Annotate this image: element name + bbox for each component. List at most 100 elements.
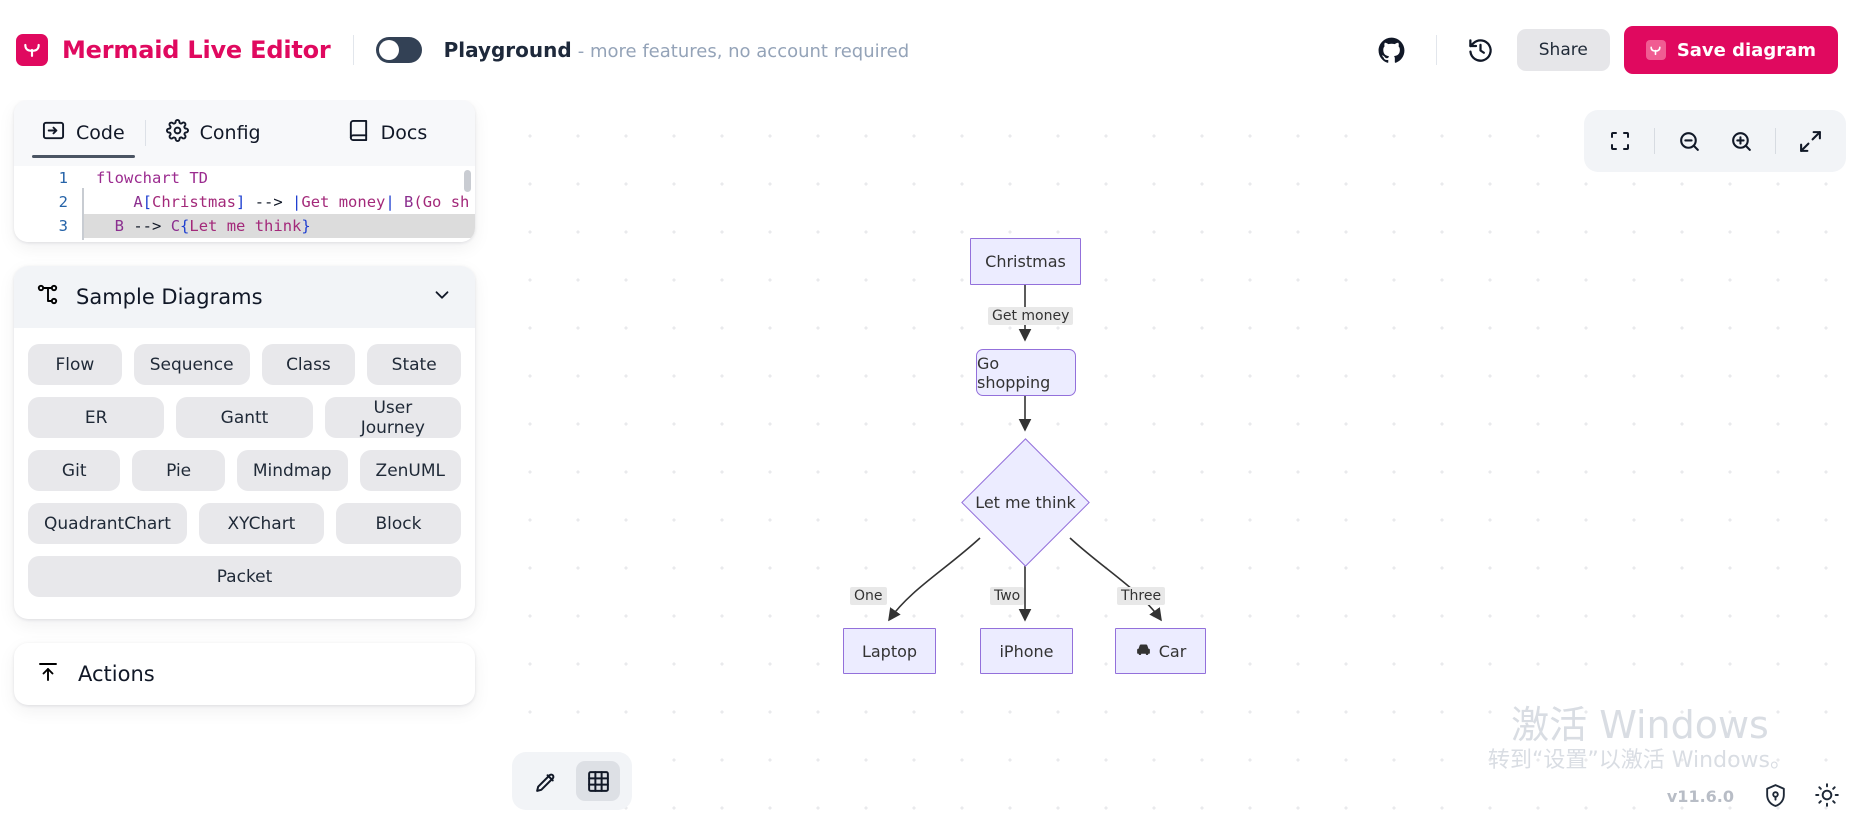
tab-separator xyxy=(144,120,146,146)
code-line[interactable]: 3 B --> C{Let me think} xyxy=(14,212,475,240)
flowchart-node-laptop[interactable]: Laptop xyxy=(843,628,936,674)
flowchart-node-let-me-think[interactable]: Let me think xyxy=(961,438,1090,567)
code-token: ] xyxy=(236,193,246,211)
tab-code[interactable]: Code xyxy=(28,100,139,166)
code-token: | xyxy=(292,193,302,211)
sample-row: Packet xyxy=(28,556,461,597)
share-button[interactable]: Share xyxy=(1516,29,1610,71)
sample-sequence-button[interactable]: Sequence xyxy=(133,344,250,385)
line-number: 2 xyxy=(14,190,82,214)
code-terminal-icon xyxy=(42,119,65,147)
node-label: Go shopping xyxy=(977,353,1051,392)
left-panel: Code Config xyxy=(0,100,490,832)
zoom-out-icon[interactable] xyxy=(1665,117,1713,165)
tab-config-label: Config xyxy=(199,122,261,144)
diagram-canvas[interactable]: Christmas Get money Go shopping Let me t… xyxy=(490,100,1864,832)
sample-state-button[interactable]: State xyxy=(367,344,462,385)
sample-user-journey-button[interactable]: User Journey xyxy=(324,397,461,438)
sample-row: Flow Sequence Class State xyxy=(28,344,462,385)
editor-tabs: Code Config xyxy=(14,100,475,166)
sample-quadrantchart-button[interactable]: QuadrantChart xyxy=(28,503,187,544)
flowchart-node-iphone[interactable]: iPhone xyxy=(980,628,1073,674)
code-content[interactable]: flowchart TD xyxy=(82,166,208,190)
save-diagram-button[interactable]: Save diagram xyxy=(1623,26,1838,74)
line-number: 3 xyxy=(14,214,82,238)
tab-code-label: Code xyxy=(76,122,125,144)
upload-arrow-icon xyxy=(36,660,60,688)
zoom-toolbar xyxy=(1584,110,1846,172)
flowchart-node-car[interactable]: Car xyxy=(1115,628,1206,674)
sample-git-button[interactable]: Git xyxy=(28,450,121,491)
code-token: --> xyxy=(245,193,293,211)
sample-diagrams-header[interactable]: Sample Diagrams xyxy=(14,266,475,328)
github-icon[interactable] xyxy=(1370,28,1414,72)
code-token: | xyxy=(385,193,395,211)
sample-xychart-button[interactable]: XYChart xyxy=(198,503,324,544)
sample-packet-button[interactable]: Packet xyxy=(28,556,461,597)
flowchart-node-go-shopping[interactable]: Go shopping xyxy=(976,349,1076,396)
app-body: Code Config xyxy=(0,100,1864,832)
sample-row: QuadrantChart XYChart Block xyxy=(28,503,461,544)
edge-label-one: One xyxy=(850,587,887,605)
sample-block-button[interactable]: Block xyxy=(335,503,461,544)
sample-diagrams-body: Flow Sequence Class State ER Gantt User … xyxy=(14,328,475,619)
mode-label: Playground - more features, no account r… xyxy=(444,38,910,62)
node-label: Christmas xyxy=(985,252,1066,271)
code-content[interactable]: B --> C{Let me think} xyxy=(82,212,311,240)
code-content[interactable]: A[Christmas] --> |Get money| B(Go sh xyxy=(82,188,469,216)
code-token: { xyxy=(180,217,190,235)
code-token: B xyxy=(114,217,125,235)
expand-diagonal-icon[interactable] xyxy=(1786,117,1834,165)
line-number: 1 xyxy=(14,166,82,190)
sample-flow-button[interactable]: Flow xyxy=(28,344,122,385)
sample-diagrams-card: Sample Diagrams Flow Sequence Class Stat… xyxy=(14,266,475,619)
brand-title: Mermaid Live Editor xyxy=(62,36,331,64)
tab-docs[interactable]: Docs xyxy=(333,100,442,166)
mermaid-mini-logo-icon xyxy=(1645,40,1666,60)
sun-theme-icon[interactable] xyxy=(1812,780,1842,810)
toolbar-separator xyxy=(1654,128,1655,154)
brand[interactable]: Mermaid Live Editor xyxy=(16,34,331,66)
tab-config[interactable]: Config xyxy=(152,100,275,166)
canvas-bottom-toolbar xyxy=(512,752,632,810)
header-divider-2 xyxy=(1435,35,1437,65)
code-token: B xyxy=(394,193,414,211)
app-header: Mermaid Live Editor Playground - more fe… xyxy=(0,0,1864,100)
code-token: --> xyxy=(124,217,171,235)
code-token: flowchart TD xyxy=(96,169,208,187)
sample-er-button[interactable]: ER xyxy=(28,397,165,438)
sample-zenuml-button[interactable]: ZenUML xyxy=(359,450,462,491)
code-line[interactable]: 1 flowchart TD xyxy=(14,166,475,190)
code-token: [ xyxy=(142,193,153,211)
code-token: Let me think xyxy=(189,217,302,235)
code-line[interactable]: 2 A[Christmas] --> |Get money| B(Go sh xyxy=(14,188,475,216)
sample-gantt-button[interactable]: Gantt xyxy=(176,397,313,438)
sample-class-button[interactable]: Class xyxy=(261,344,356,385)
chevron-down-icon[interactable] xyxy=(431,284,453,310)
sample-mindmap-button[interactable]: Mindmap xyxy=(236,450,348,491)
playground-toggle[interactable] xyxy=(375,37,422,63)
tab-docs-label: Docs xyxy=(380,122,428,144)
zoom-in-icon[interactable] xyxy=(1717,117,1765,165)
header-actions: Share Save diagram xyxy=(1370,26,1838,74)
sample-row: ER Gantt User Journey xyxy=(28,397,461,438)
status-tray xyxy=(1760,780,1842,810)
node-label: iPhone xyxy=(999,641,1054,661)
shield-security-icon[interactable] xyxy=(1760,780,1790,810)
actions-card: Actions xyxy=(14,643,475,705)
grid-icon[interactable] xyxy=(576,761,620,801)
code-editor[interactable]: 1 flowchart TD 2 A[Christmas] --> |Get m… xyxy=(14,166,475,242)
node-label: Let me think xyxy=(975,493,1076,512)
fit-to-screen-icon[interactable] xyxy=(1596,117,1644,165)
code-token: A xyxy=(133,193,143,211)
flowchart-node-christmas[interactable]: Christmas xyxy=(970,238,1081,285)
sample-row: Git Pie Mindmap ZenUML xyxy=(28,450,462,491)
pan-pencil-icon[interactable] xyxy=(524,761,568,801)
code-scrollbar[interactable] xyxy=(464,170,471,192)
history-clock-icon[interactable] xyxy=(1459,28,1503,72)
gear-icon xyxy=(165,119,189,147)
sample-pie-button[interactable]: Pie xyxy=(132,450,225,491)
git-network-icon xyxy=(36,283,60,311)
actions-header[interactable]: Actions xyxy=(14,643,475,705)
